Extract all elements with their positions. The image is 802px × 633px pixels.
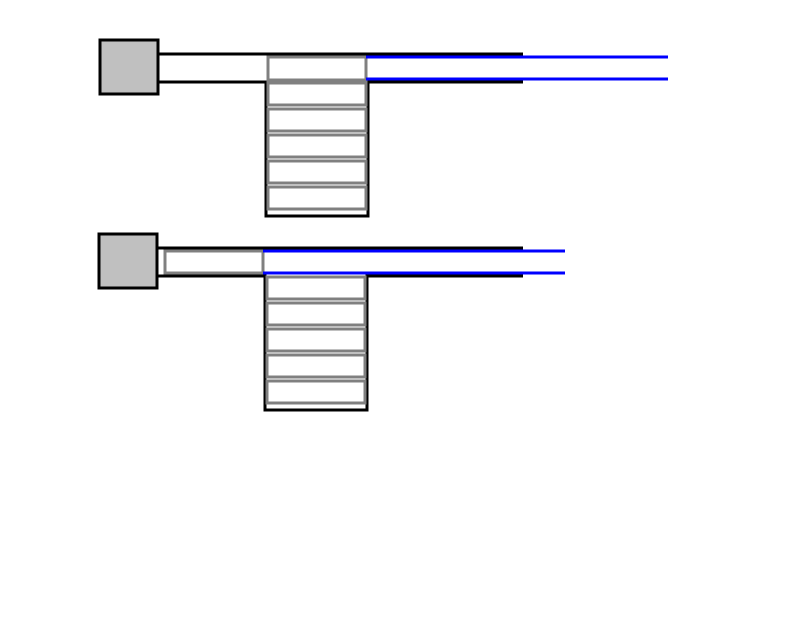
node-square (97, 232, 159, 290)
list-cell[interactable] (265, 275, 367, 301)
list-cell-selected[interactable] (266, 55, 368, 82)
list-cell[interactable] (266, 107, 368, 133)
group-1 (98, 38, 668, 218)
list-outline (157, 274, 523, 412)
list-cell[interactable] (266, 133, 368, 159)
list-cell[interactable] (265, 379, 367, 405)
node-square (98, 38, 160, 96)
list-cell[interactable] (265, 301, 367, 327)
list-cell[interactable] (266, 159, 368, 185)
list-outline (158, 80, 523, 218)
list-cell[interactable] (265, 353, 367, 379)
list-cell-selected[interactable] (163, 249, 265, 275)
list-cell[interactable] (266, 185, 368, 211)
list-cell[interactable] (266, 81, 368, 107)
list-cell[interactable] (265, 327, 367, 353)
group-2 (97, 232, 565, 412)
